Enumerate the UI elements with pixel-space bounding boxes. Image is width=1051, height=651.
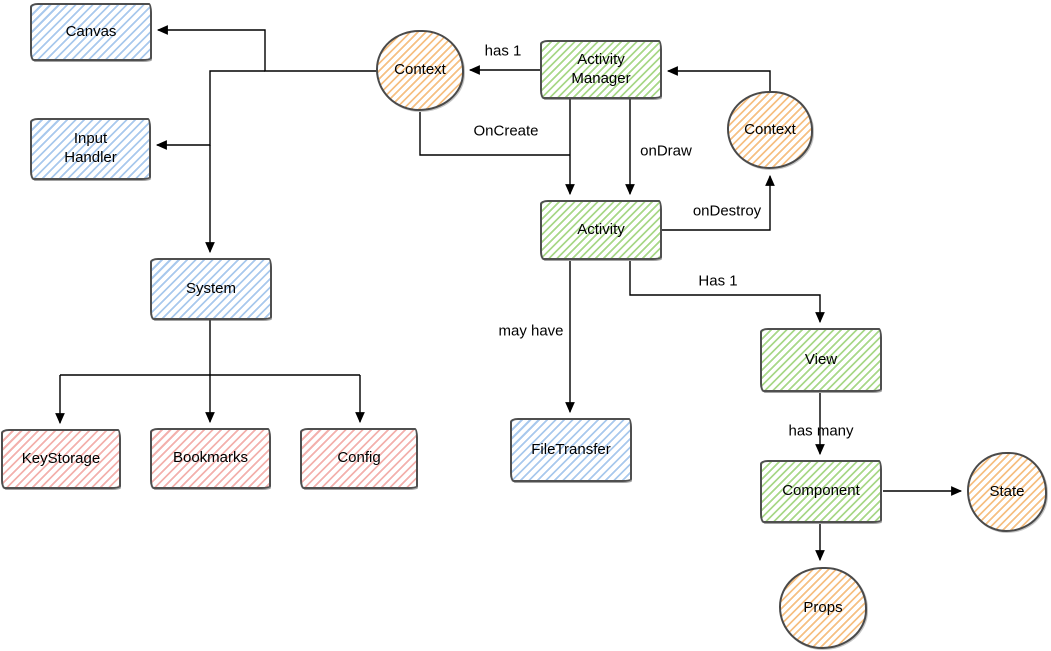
node-label-filetransfer: FileTransfer: [531, 440, 611, 458]
node-context-2[interactable]: Context: [727, 91, 813, 169]
node-label-context-2: Context: [744, 120, 796, 138]
edge-label-activity-ondestroy: onDestroy: [692, 202, 762, 220]
node-label-bookmarks: Bookmarks: [172, 449, 249, 467]
node-label-input-handler: Input Handler: [64, 130, 117, 166]
node-label-state: State: [989, 482, 1025, 500]
node-label-activity-manager: Activity Manager: [571, 50, 631, 87]
node-keystorage[interactable]: KeyStorage: [1, 429, 121, 489]
edge-label-view-to-component: has many: [788, 422, 854, 440]
node-label-config: Config: [337, 449, 381, 467]
edge-label-activity-manager-ondraw: onDraw: [640, 142, 692, 160]
node-state[interactable]: State: [967, 452, 1047, 532]
node-canvas[interactable]: Canvas: [30, 3, 152, 61]
edge-label-activity-manager-to-context1: has 1: [484, 42, 522, 60]
edge-activity-ondestroy: [662, 174, 775, 231]
node-view[interactable]: View: [760, 328, 882, 392]
node-label-activity: Activity: [577, 220, 625, 238]
edge-activity-to-view: [629, 261, 825, 324]
node-system[interactable]: System: [150, 258, 272, 320]
node-label-props: Props: [803, 598, 843, 616]
node-filetransfer[interactable]: FileTransfer: [510, 418, 632, 482]
node-label-context-1: Context: [394, 61, 446, 79]
node-bookmarks[interactable]: Bookmarks: [150, 428, 271, 489]
node-label-component: Component: [782, 482, 860, 500]
edge-label-activity-to-filetransfer: may have: [498, 322, 564, 340]
edge-context1-to-canvas: [156, 25, 377, 72]
node-input-handler[interactable]: Input Handler: [30, 118, 151, 180]
node-activity[interactable]: Activity: [540, 200, 662, 260]
node-activity-manager[interactable]: Activity Manager: [540, 40, 662, 99]
node-label-view: View: [804, 350, 838, 368]
edge-context1-to-input-handler: [155, 70, 265, 150]
node-label-system: System: [185, 279, 236, 297]
node-component[interactable]: Component: [760, 460, 882, 523]
node-props[interactable]: Props: [779, 567, 867, 649]
node-label-keystorage: KeyStorage: [21, 449, 101, 467]
edge-label-activity-to-view: Has 1: [698, 272, 738, 290]
edge-context2-to-activity-manager: [666, 66, 771, 91]
node-label-canvas: Canvas: [65, 22, 117, 40]
node-context-1[interactable]: Context: [376, 30, 464, 111]
edge-context1-oncreate: [419, 112, 570, 156]
node-config[interactable]: Config: [300, 428, 418, 489]
edge-label-context1-oncreate: OnCreate: [473, 122, 539, 140]
